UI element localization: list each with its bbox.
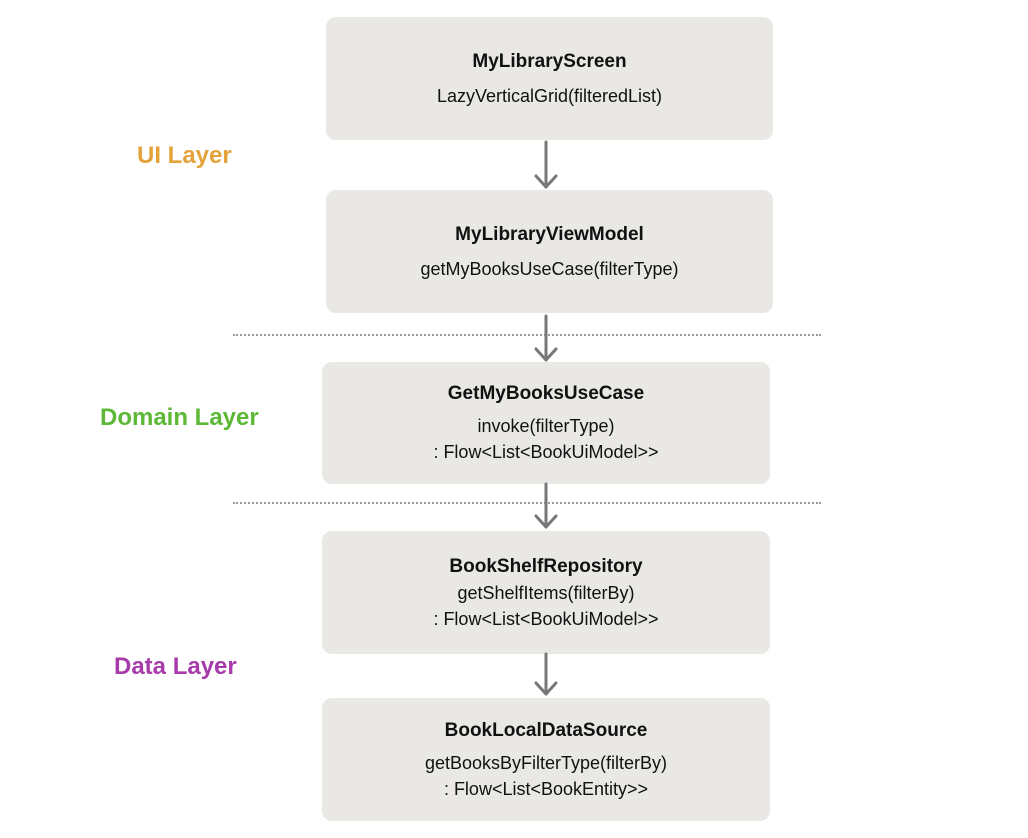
- get-my-books-usecase-box: GetMyBooksUseCase invoke(filterType) : F…: [322, 362, 770, 484]
- box-title: BookLocalDataSource: [444, 719, 648, 741]
- arrow-repository-to-datasource: [534, 652, 558, 696]
- box-line: : Flow<List<BookUiModel>>: [433, 442, 659, 462]
- box-line: getBooksByFilterType(filterBy): [424, 752, 668, 773]
- book-local-datasource-box: BookLocalDataSource getBooksByFilterType…: [322, 698, 770, 821]
- data-layer-label: Data Layer: [114, 653, 237, 680]
- domain-layer-label: Domain Layer: [100, 404, 259, 431]
- ui-layer-label: UI Layer: [137, 142, 232, 169]
- arrow-viewmodel-to-usecase: [534, 314, 558, 362]
- box-line: : Flow<List<BookUiModel>>: [433, 608, 659, 629]
- box-line: LazyVerticalGrid(filteredList): [436, 85, 663, 106]
- box-title: MyLibraryViewModel: [455, 223, 644, 245]
- domain-data-divider: [233, 502, 821, 504]
- arrow-screen-to-viewmodel: [534, 140, 558, 189]
- box-title: BookShelfRepository: [449, 555, 643, 577]
- arrow-usecase-to-repository: [534, 482, 558, 529]
- box-line: getMyBooksUseCase(filterType): [420, 258, 679, 279]
- my-library-viewmodel-box: MyLibraryViewModel getMyBooksUseCase(fil…: [326, 190, 773, 313]
- bookshelf-repository-box: BookShelfRepository getShelfItems(filter…: [322, 531, 770, 654]
- box-title: GetMyBooksUseCase: [447, 383, 645, 404]
- box-line: getShelfItems(filterBy): [457, 582, 635, 603]
- my-library-screen-box: MyLibraryScreen LazyVerticalGrid(filtere…: [326, 17, 773, 140]
- box-line: : Flow<List<BookEntity>>: [443, 778, 649, 799]
- box-title: MyLibraryScreen: [472, 50, 627, 72]
- box-line: invoke(filterType): [477, 416, 615, 436]
- ui-domain-divider: [233, 334, 821, 336]
